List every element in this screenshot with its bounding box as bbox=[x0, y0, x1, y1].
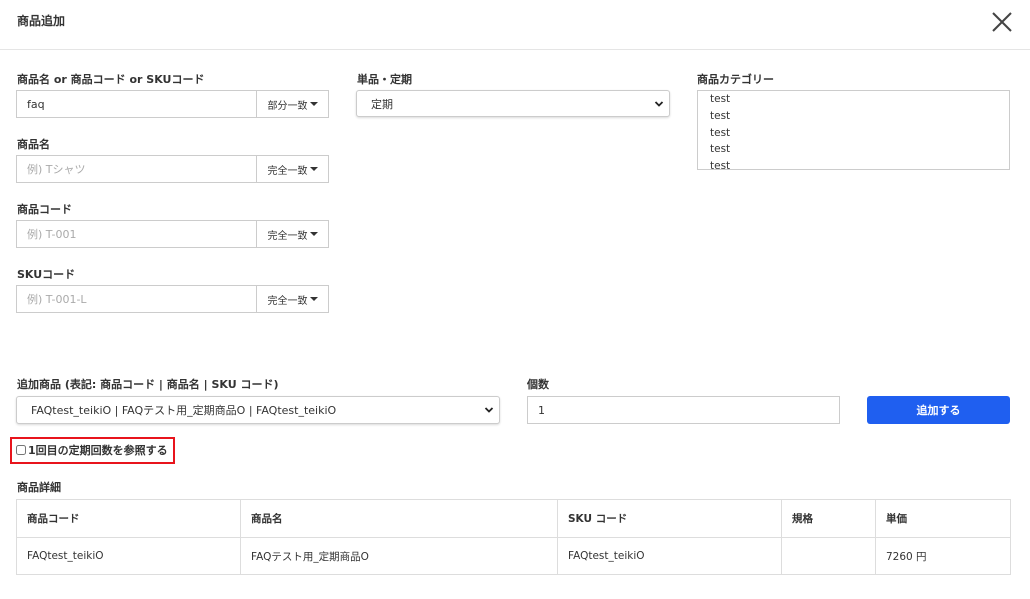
add-product-label: 追加商品 (表記: 商品コード | 商品名 | SKU コード) bbox=[17, 378, 279, 391]
chevron-down-icon bbox=[484, 407, 494, 413]
add-product-selected-value: FAQtest_teikiO | FAQテスト用_定期商品O | FAQtest… bbox=[31, 404, 337, 417]
table-cell: FAQtest_teikiO bbox=[16, 537, 241, 575]
chevron-down-icon bbox=[654, 100, 664, 107]
product-name-match-dropdown[interactable]: 完全一致 bbox=[256, 155, 329, 183]
category-option[interactable]: test bbox=[710, 109, 731, 122]
caret-down-icon bbox=[309, 102, 318, 106]
keyword-match-dropdown[interactable]: 部分一致 bbox=[256, 90, 329, 118]
type-label: 単品・定期 bbox=[357, 73, 412, 86]
column-header: 商品コード bbox=[16, 499, 241, 538]
table-cell: 7260 円 bbox=[875, 537, 1011, 575]
add-product-select[interactable]: FAQtest_teikiO | FAQテスト用_定期商品O | FAQtest… bbox=[16, 396, 500, 424]
modal-header: 商品追加 bbox=[0, 0, 1030, 50]
column-header: SKU コード bbox=[557, 499, 782, 538]
quantity-input[interactable] bbox=[527, 396, 840, 424]
category-label: 商品カテゴリー bbox=[697, 73, 774, 86]
product-name-input[interactable] bbox=[16, 155, 257, 183]
table-row: FAQtest_teikiO FAQテスト用_定期商品O FAQtest_tei… bbox=[16, 537, 1011, 575]
product-name-match-label: 完全一致 bbox=[267, 165, 308, 177]
sku-code-input[interactable] bbox=[16, 285, 257, 313]
product-code-label: 商品コード bbox=[17, 203, 72, 216]
column-header: 単価 bbox=[875, 499, 1011, 538]
product-code-match-dropdown[interactable]: 完全一致 bbox=[256, 220, 329, 248]
quantity-label: 個数 bbox=[527, 378, 549, 391]
keyword-input[interactable] bbox=[16, 90, 257, 118]
sku-code-match-label: 完全一致 bbox=[267, 295, 308, 307]
sku-code-match-dropdown[interactable]: 完全一致 bbox=[256, 285, 329, 313]
product-code-match-label: 完全一致 bbox=[267, 230, 308, 242]
table-cell bbox=[781, 537, 876, 575]
caret-down-icon bbox=[309, 167, 318, 171]
first-cycle-checkbox-row: 1回目の定期回数を参照する bbox=[16, 442, 168, 458]
table-cell: FAQテスト用_定期商品O bbox=[240, 537, 558, 575]
caret-down-icon bbox=[309, 232, 318, 236]
first-cycle-checkbox[interactable] bbox=[16, 445, 26, 455]
first-cycle-checkbox-label[interactable]: 1回目の定期回数を参照する bbox=[28, 444, 168, 457]
keyword-match-label: 部分一致 bbox=[267, 100, 308, 112]
product-code-input[interactable] bbox=[16, 220, 257, 248]
table-header-row: 商品コード 商品名 SKU コード 規格 単価 bbox=[16, 499, 1011, 538]
category-listbox[interactable]: test test test test test bbox=[697, 90, 1010, 170]
column-header: 商品名 bbox=[240, 499, 558, 538]
add-button[interactable]: 追加する bbox=[867, 396, 1010, 424]
detail-title: 商品詳細 bbox=[17, 481, 61, 494]
keyword-label: 商品名 or 商品コード or SKUコード bbox=[17, 73, 205, 86]
category-option[interactable]: test bbox=[710, 160, 731, 170]
column-header: 規格 bbox=[781, 499, 876, 538]
modal-title: 商品追加 bbox=[17, 14, 66, 28]
caret-down-icon bbox=[309, 297, 318, 301]
table-cell: FAQtest_teikiO bbox=[557, 537, 782, 575]
type-selected-value: 定期 bbox=[371, 97, 393, 111]
sku-code-label: SKUコード bbox=[17, 268, 76, 281]
category-option[interactable]: test bbox=[710, 93, 731, 105]
product-name-label: 商品名 bbox=[17, 138, 50, 151]
category-option[interactable]: test bbox=[710, 143, 731, 156]
detail-table: 商品コード 商品名 SKU コード 規格 単価 FAQtest_teikiO F… bbox=[16, 499, 1011, 575]
close-button[interactable] bbox=[988, 8, 1016, 36]
type-select[interactable]: 定期 bbox=[356, 90, 670, 117]
category-option[interactable]: test bbox=[710, 126, 731, 139]
close-icon bbox=[992, 12, 1012, 32]
